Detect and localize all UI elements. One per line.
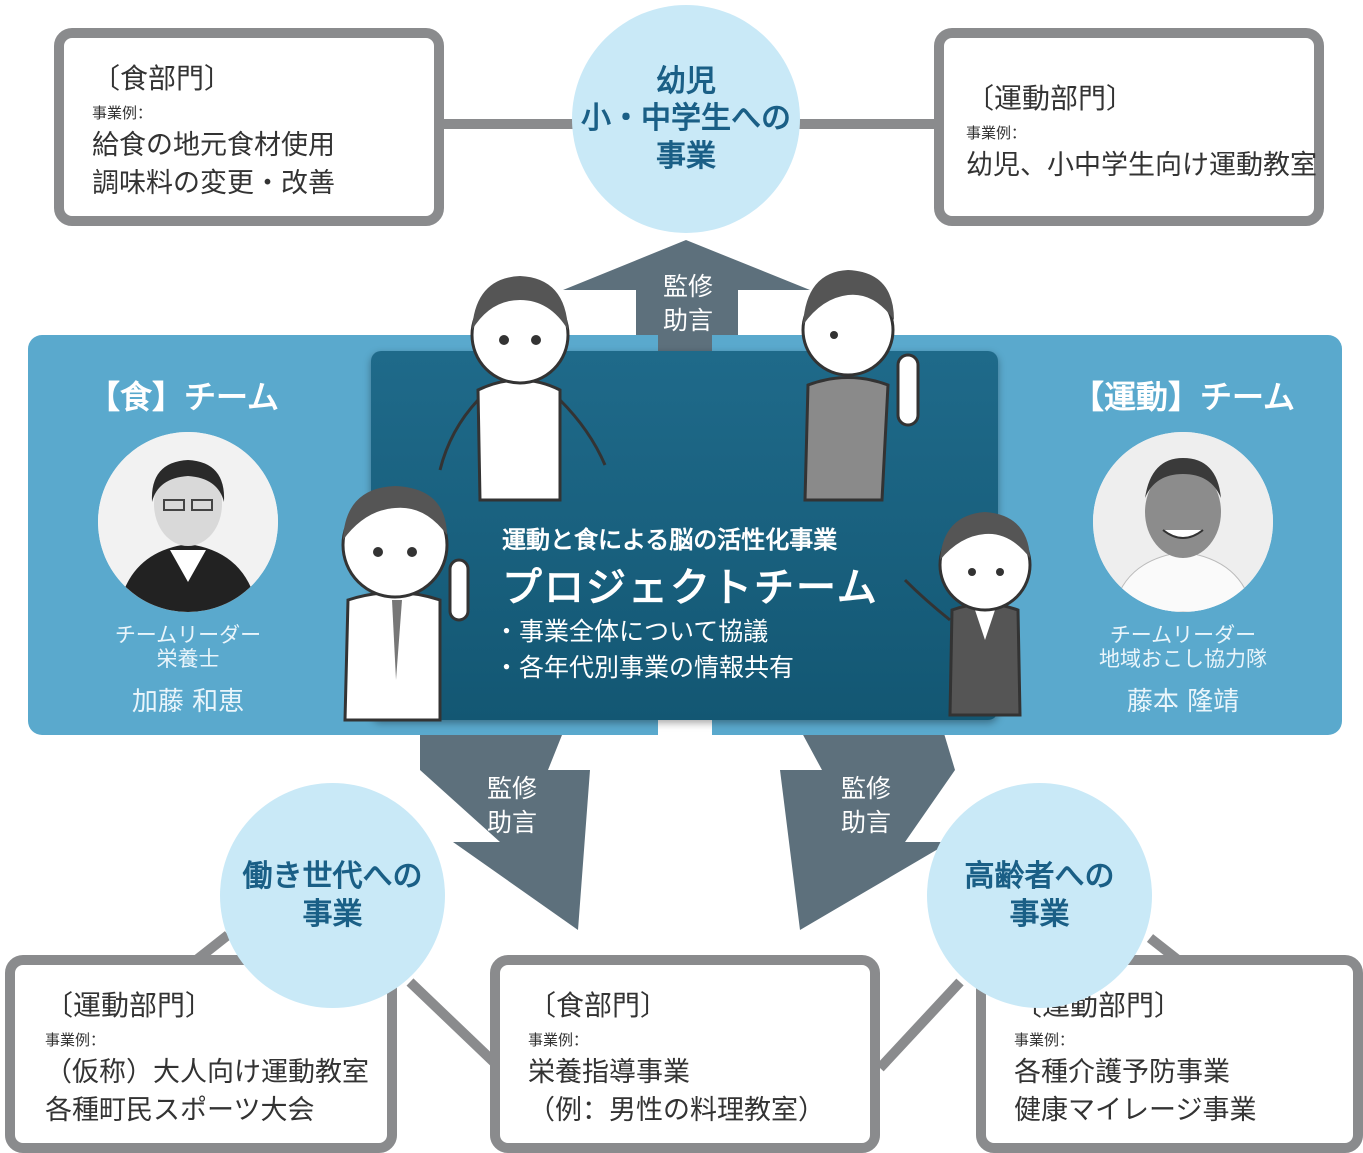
woman-illustration-icon [801, 270, 920, 502]
arrow-label-right: 監修 助言 [826, 772, 906, 840]
arrow-label-right-line1: 監修 [840, 774, 891, 803]
box-bottom-center: 〔食部門〕 事業例： 栄養指導事業 （例：男性の料理教室） [490, 955, 880, 1153]
box-top-left-dept: 〔食部門〕 [92, 62, 233, 95]
food-leader-title: 栄養士 [156, 647, 220, 672]
circle-working-line1: 働き世代への [242, 859, 423, 894]
nurse-illustration-icon [438, 276, 607, 502]
box-bottom-center-line2: （例：男性の料理教室） [528, 1094, 825, 1126]
arrow-label-top-line2: 助言 [662, 305, 713, 335]
arrow-label-left: 監修 助言 [472, 772, 552, 840]
box-top-left: 〔食部門〕 事業例： 給食の地元食材使用 調味料の変更・改善 [54, 28, 444, 226]
box-bottom-left-example-label: 事業例： [45, 1030, 106, 1049]
circle-elderly-line1: 高齢者への [964, 859, 1115, 894]
box-bottom-left-line1: （仮称）大人向け運動教室 [45, 1056, 369, 1088]
box-bottom-right-line1: 各種介護予防事業 [1014, 1056, 1230, 1088]
food-leader-role: チームリーダー [114, 623, 262, 647]
arrow-right [780, 720, 955, 930]
box-top-right-example-label: 事業例： [966, 123, 1027, 142]
exercise-leader-info: チームリーダー 地域おこし協力隊 藤本 隆靖 [1073, 623, 1293, 718]
food-leader-photo [98, 432, 278, 612]
exercise-team-title: 【運動】チーム [1072, 378, 1296, 416]
project-team-panel [371, 351, 998, 720]
project-title: プロジェクトチーム [502, 565, 879, 611]
project-bullets: ・事業全体について協議 ・各年代別事業の情報共有 [494, 614, 794, 687]
arrow-label-top-line1: 監修 [662, 272, 713, 301]
circle-children-line1: 幼児 [656, 63, 716, 99]
box-bottom-left: 〔運動部門〕 事業例： （仮称）大人向け運動教室 各種町民スポーツ大会 [5, 955, 397, 1153]
box-bottom-center-example-label: 事業例： [528, 1030, 589, 1049]
girl-illustration-icon [903, 512, 1032, 717]
arrow-label-left-line1: 監修 [486, 774, 537, 803]
arrow-label-top: 監修 助言 [648, 270, 728, 338]
connector-br-1 [876, 978, 964, 1072]
box-bottom-center-dept: 〔食部門〕 [528, 989, 669, 1022]
food-team-title: 【食】チーム [88, 378, 280, 416]
box-bottom-right-line2: 健康マイレージ事業 [1014, 1094, 1257, 1126]
circle-elderly-line2: 事業 [1009, 896, 1070, 932]
box-bottom-left-line2: 各種町民スポーツ大会 [45, 1094, 315, 1126]
circle-children: 幼児 小・中学生への 事業 [572, 5, 800, 233]
box-bottom-left-dept: 〔運動部門〕 [45, 989, 214, 1022]
box-top-right-dept: 〔運動部門〕 [966, 82, 1135, 115]
circle-children-line2: 小・中学生への [581, 101, 791, 137]
project-subtitle: 運動と食による脳の活性化事業 [502, 526, 838, 554]
box-top-left-line1: 給食の地元食材使用 [92, 129, 335, 161]
arrow-up [563, 240, 810, 360]
circle-working-generation: 働き世代への 事業 [220, 783, 445, 1008]
boy-illustration-icon [341, 486, 470, 722]
arrow-label-right-line2: 助言 [840, 807, 891, 837]
exercise-leader-photo [1093, 432, 1273, 612]
box-top-right-line1: 幼児、小中学生向け運動教室 [966, 149, 1317, 181]
arrow-left [420, 720, 590, 930]
circle-elderly: 高齢者への 事業 [927, 783, 1152, 1008]
box-top-right: 〔運動部門〕 事業例： 幼児、小中学生向け運動教室 [934, 28, 1324, 226]
food-leader-info: チームリーダー 栄養士 加藤 和恵 [88, 623, 288, 718]
box-top-left-line2: 調味料の変更・改善 [92, 167, 335, 199]
exercise-leader-role: チームリーダー [1109, 623, 1257, 647]
exercise-leader-title: 地域おこし協力隊 [1099, 647, 1267, 672]
food-leader-name: 加藤 和恵 [131, 687, 245, 718]
project-bullet-1: ・事業全体について協議 [494, 617, 769, 646]
circle-children-line3: 事業 [656, 138, 716, 174]
box-bottom-center-line1: 栄養指導事業 [528, 1056, 690, 1088]
connector-bl-2 [406, 978, 504, 1072]
arrow-label-left-line2: 助言 [486, 807, 537, 837]
exercise-leader-name: 藤本 隆靖 [1126, 687, 1240, 718]
circle-working-line2: 事業 [302, 896, 363, 932]
box-top-left-example-label: 事業例： [92, 103, 153, 122]
box-bottom-right-example-label: 事業例： [1014, 1030, 1075, 1049]
project-bullet-2: ・各年代別事業の情報共有 [494, 653, 795, 683]
